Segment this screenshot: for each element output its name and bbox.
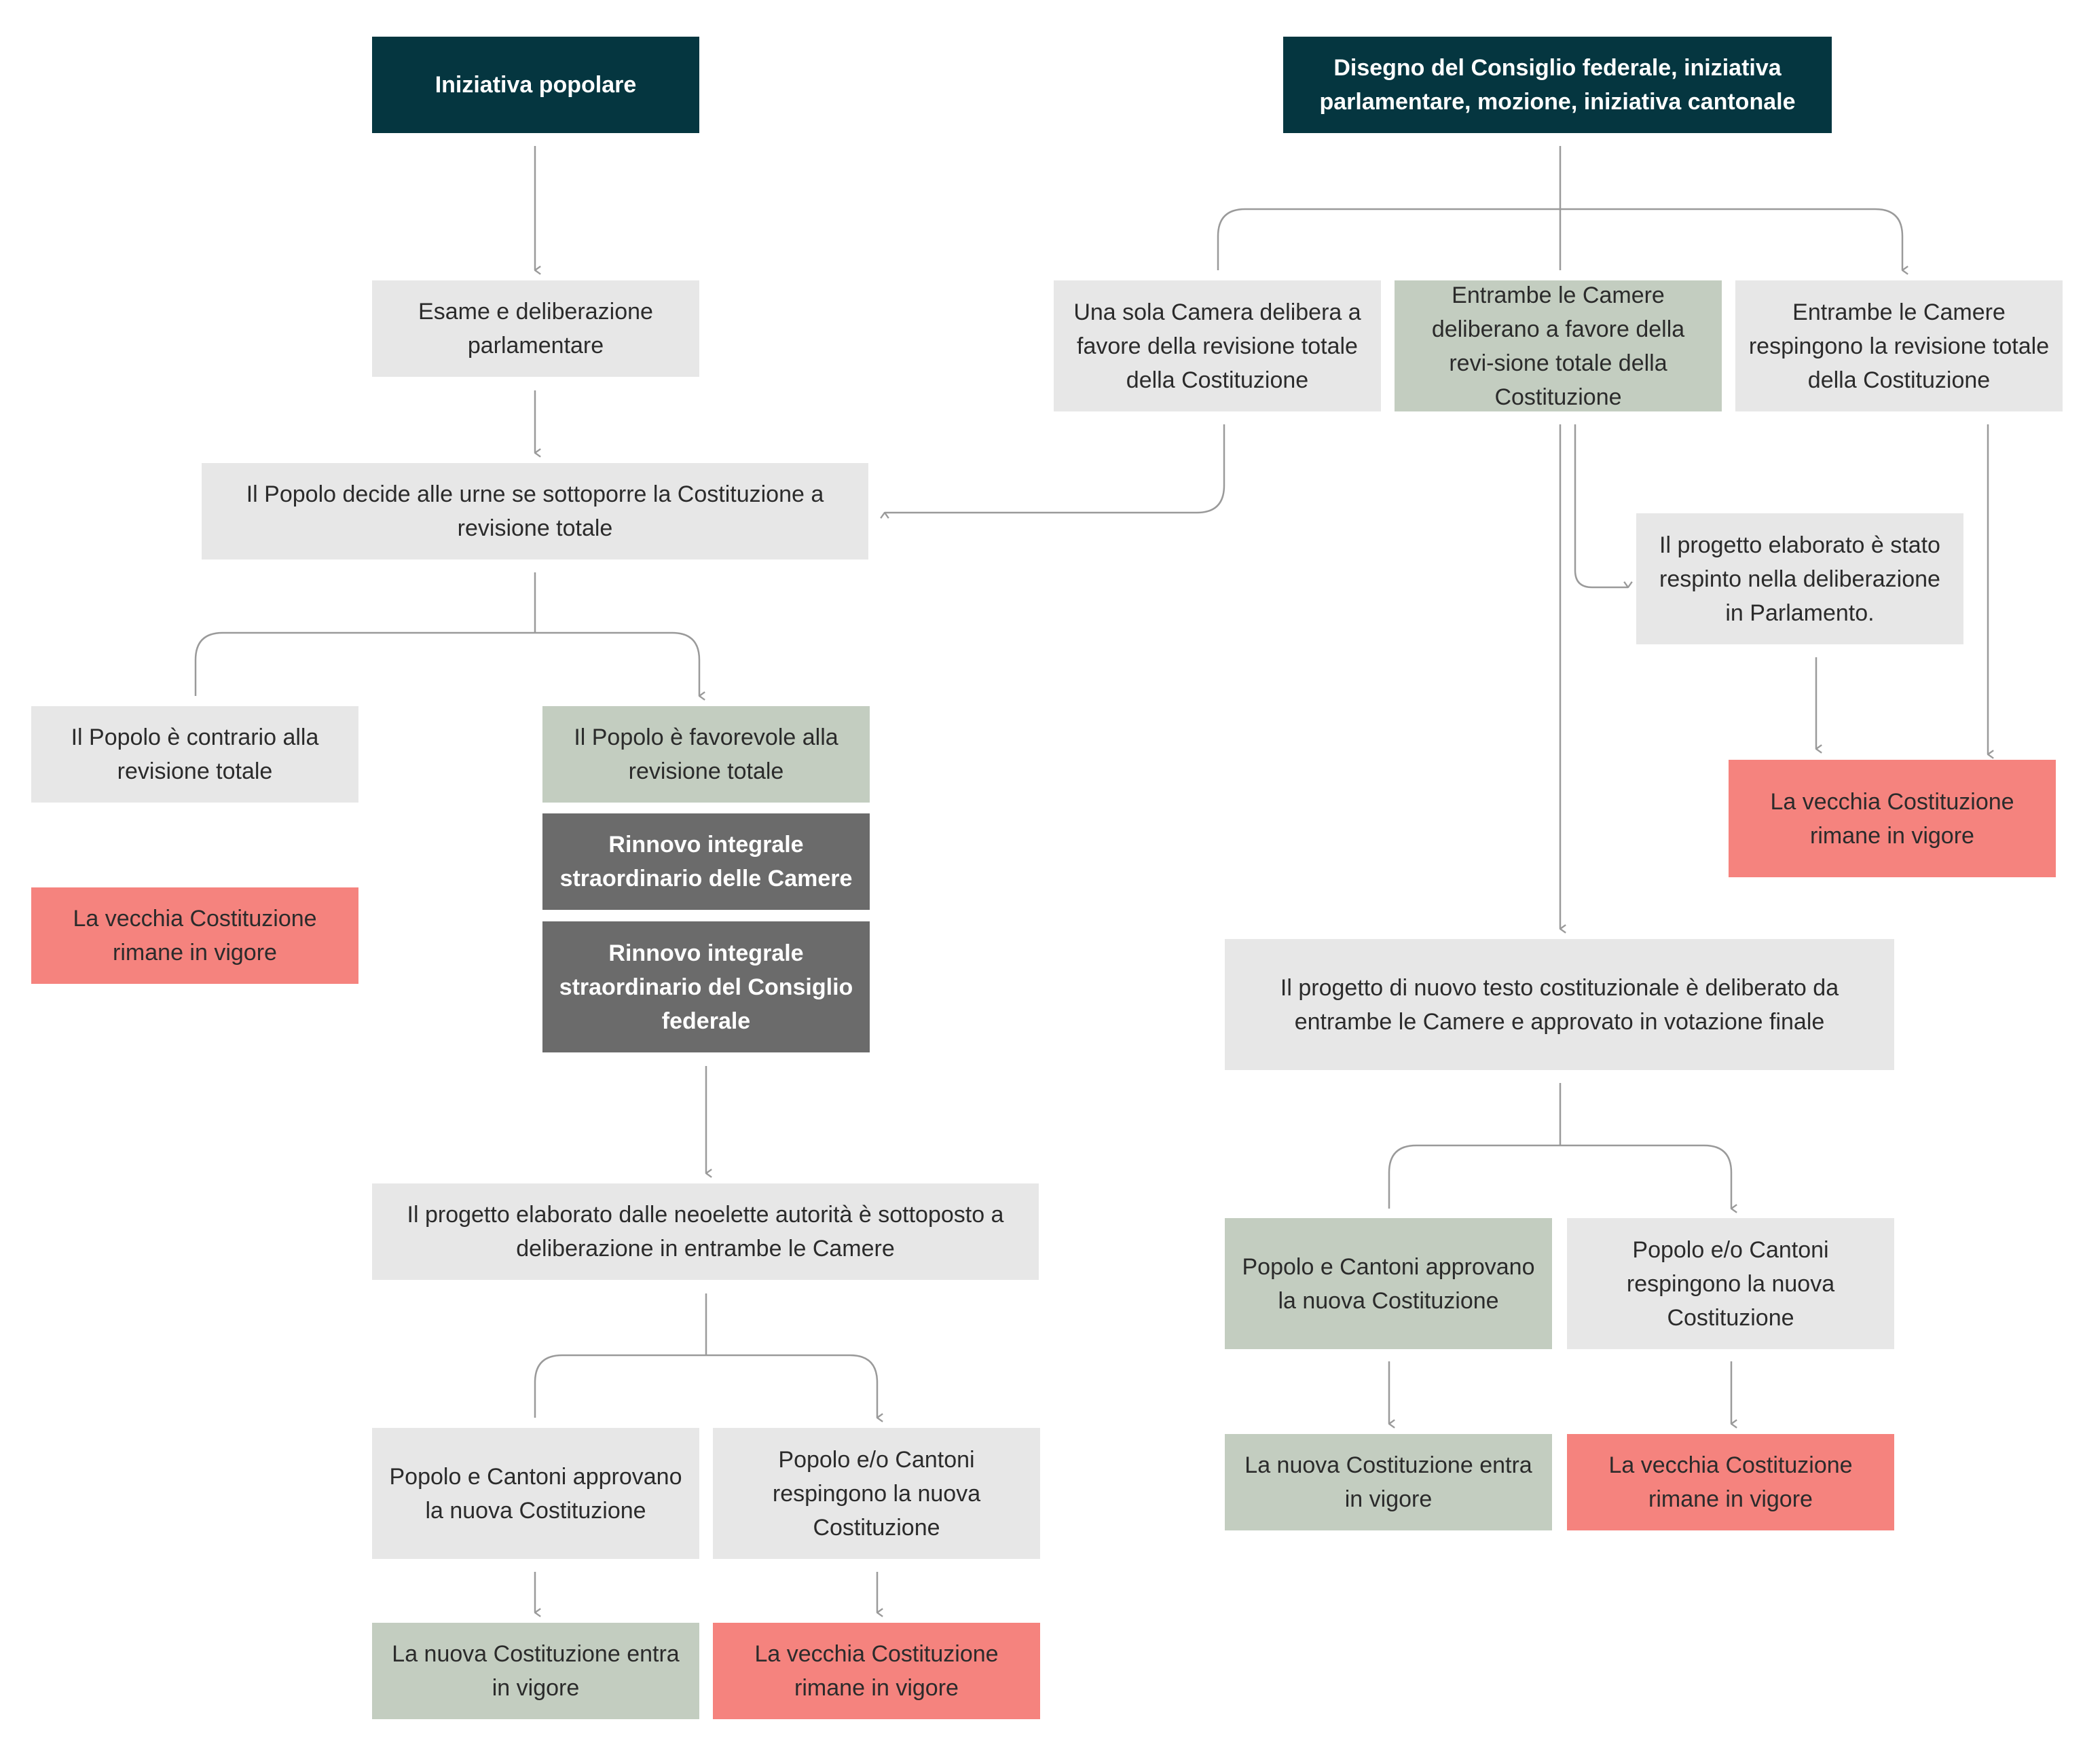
node-old-constitution-right-top: La vecchia Costituzione rimane in vigore <box>1729 760 2056 877</box>
branch-federal-draft <box>1217 146 1902 270</box>
node-renewal-council: Rinnovo integrale straordinario del Cons… <box>542 921 870 1052</box>
node-old-in-force-left: La vecchia Costituzione rimane in vigore <box>713 1623 1040 1719</box>
node-people-decide: Il Popolo decide alle urne se sottoporre… <box>202 463 868 559</box>
arrow-one-chamber-to-people <box>885 424 1225 513</box>
node-reject-left: Popolo e/o Cantoni respingono la nuova C… <box>713 1428 1040 1559</box>
branch-new-text <box>1388 1083 1731 1209</box>
node-approve-left: Popolo e Cantoni approvano la nuova Cost… <box>372 1428 699 1559</box>
node-both-chambers-reject: Entrambe le Camere respingono la revisio… <box>1735 280 2063 411</box>
node-reject-right: Popolo e/o Cantoni respingono la nuova C… <box>1567 1218 1894 1349</box>
node-draft-submitted-chambers: Il progetto elaborato dalle neoelette au… <box>372 1183 1039 1280</box>
branch-submission <box>534 1293 877 1418</box>
node-approve-right: Popolo e Cantoni approvano la nuova Cost… <box>1225 1218 1552 1349</box>
node-people-against: Il Popolo è contrario alla revisione tot… <box>31 706 358 803</box>
node-old-constitution-left: La vecchia Costituzione rimane in vigore <box>31 887 358 984</box>
node-federal-council-draft: Disegno del Consiglio federale, iniziati… <box>1283 37 1832 133</box>
node-draft-rejected-parliament: Il progetto elaborato è stato respinto n… <box>1636 513 1963 644</box>
node-renewal-chambers: Rinnovo integrale straordinario delle Ca… <box>542 813 870 910</box>
node-old-in-force-right: La vecchia Costituzione rimane in vigore <box>1567 1434 1894 1530</box>
node-new-in-force-right: La nuova Costituzione entra in vigore <box>1225 1434 1552 1530</box>
node-people-in-favor: Il Popolo è favorevole alla revisione to… <box>542 706 870 803</box>
node-parliamentary-review: Esame e deliberazione parlamentare <box>372 280 699 377</box>
node-one-chamber-favors: Una sola Camera delibera a favore della … <box>1054 280 1381 411</box>
node-both-chambers-favor: Entrambe le Camere deliberano a favore d… <box>1395 280 1722 411</box>
node-new-text-approved: Il progetto di nuovo testo costituzional… <box>1225 939 1894 1070</box>
arrow-both-favor-to-rejected <box>1574 424 1628 589</box>
node-new-in-force-left: La nuova Costituzione entra in vigore <box>372 1623 699 1719</box>
node-popular-initiative: Iniziativa popolare <box>372 37 699 133</box>
branch-people-decide <box>194 572 699 696</box>
